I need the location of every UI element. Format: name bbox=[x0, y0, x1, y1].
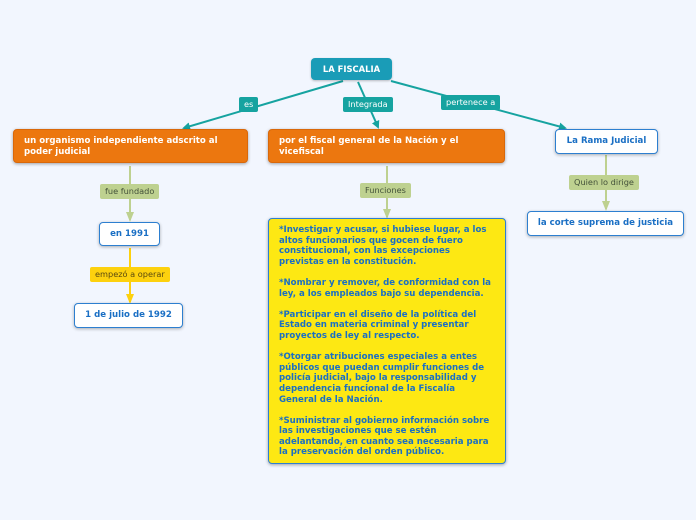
root-node-label: LA FISCALIA bbox=[322, 63, 381, 74]
link-label-pertenece-a: pertenece a bbox=[441, 95, 501, 110]
funcion-investigar: *Investigar y acusar, si hubiese lugar, … bbox=[279, 225, 487, 267]
link-label-funciones: Funciones bbox=[360, 183, 411, 198]
node-en-1991-text: en 1991 bbox=[110, 228, 149, 239]
node-corte-suprema-text: la corte suprema de justicia bbox=[537, 218, 674, 229]
link-label-empezo-a-operar: empezó a operar bbox=[90, 267, 170, 282]
root-node-la-fiscalia[interactable]: LA FISCALIA bbox=[311, 58, 392, 80]
funcion-suministrar: *Suministrar al gobierno información sob… bbox=[279, 415, 490, 458]
link-label-quien-lo-dirige: Quien lo dirige bbox=[569, 175, 639, 190]
funcion-nombrar: *Nombrar y remover, de conformidad con l… bbox=[279, 277, 491, 299]
node-organismo-text: un organismo independiente adscrito al p… bbox=[24, 136, 218, 157]
node-fiscal-general[interactable]: por el fiscal general de la Nación y el … bbox=[268, 129, 505, 163]
node-rama-judicial[interactable]: La Rama Judicial bbox=[555, 129, 658, 154]
node-corte-suprema[interactable]: la corte suprema de justicia bbox=[527, 211, 684, 236]
node-1-julio-1992[interactable]: 1 de julio de 1992 bbox=[74, 303, 183, 328]
funcion-participar: *Participar en el diseño de la política … bbox=[279, 309, 477, 341]
node-fiscal-general-text: por el fiscal general de la Nación y el … bbox=[279, 136, 459, 157]
node-1-julio-1992-text: 1 de julio de 1992 bbox=[85, 310, 172, 321]
link-label-es: es bbox=[239, 97, 259, 112]
funcion-otorgar: *Otorgar atribuciones especiales a entes… bbox=[279, 352, 485, 405]
link-label-fue-fundado: fue fundado bbox=[100, 184, 160, 199]
node-funciones-list[interactable]: *Investigar y acusar, si hubiese lugar, … bbox=[268, 218, 506, 464]
connector-root-to-organismo bbox=[182, 80, 344, 131]
node-en-1991[interactable]: en 1991 bbox=[99, 222, 160, 246]
node-rama-judicial-text: La Rama Judicial bbox=[566, 136, 647, 147]
node-organismo-independiente[interactable]: un organismo independiente adscrito al p… bbox=[13, 129, 248, 163]
link-label-integrada: Integrada bbox=[343, 97, 393, 112]
